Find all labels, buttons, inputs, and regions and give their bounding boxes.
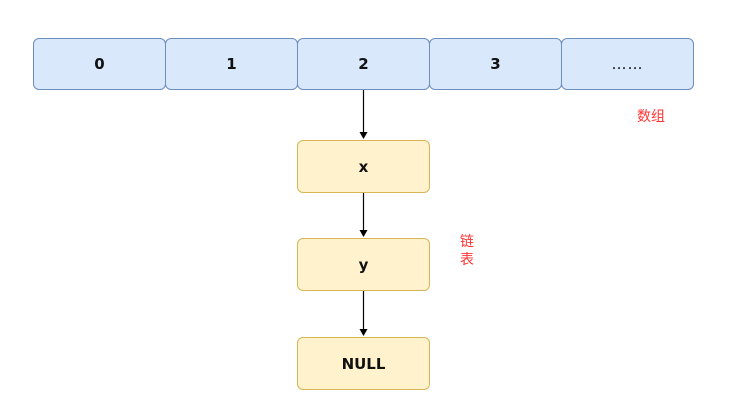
list-node-label: y [358, 255, 369, 274]
list-node-x: x [297, 140, 430, 193]
list-node-label: x [358, 157, 369, 176]
array-cell-3: 3 [429, 38, 562, 90]
list-node-y: y [297, 238, 430, 291]
list-label-char-2: 表 [460, 252, 474, 268]
array-cell-1: 1 [165, 38, 298, 90]
array-cell-label: 3 [490, 55, 501, 73]
list-node-label: NULL [341, 354, 386, 373]
list-node-null: NULL [297, 337, 430, 390]
array-cell-label: 1 [226, 55, 237, 73]
array-cell-2: 2 [297, 38, 430, 90]
list-label: 链 表 [460, 233, 474, 269]
array-cell-label: …… [611, 55, 644, 73]
array-label: 数组 [637, 109, 665, 125]
array-cell-0: 0 [33, 38, 166, 90]
list-label-char-1: 链 [460, 234, 474, 250]
array-cell-label: 0 [94, 55, 105, 73]
array-cell-ellipsis: …… [561, 38, 694, 90]
array-cell-label: 2 [358, 55, 369, 73]
